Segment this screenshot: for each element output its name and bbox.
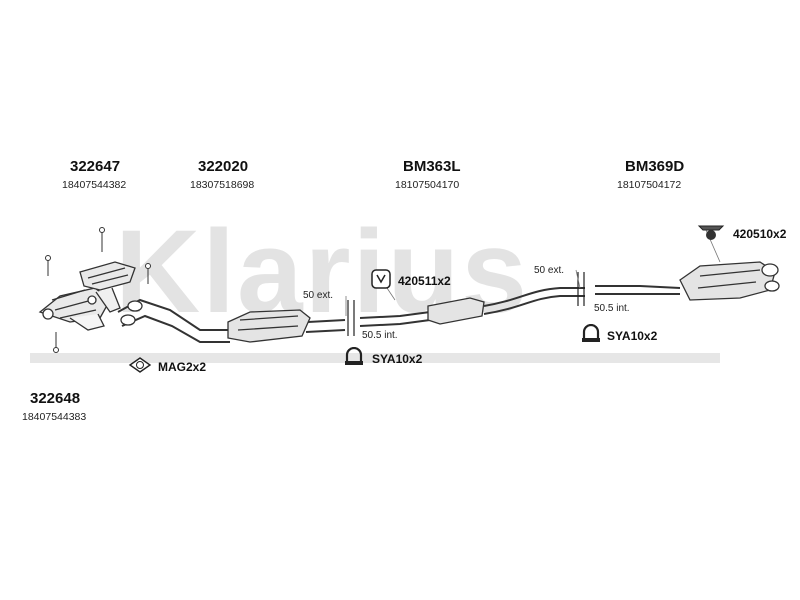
- dimension-50-ext-2: 50 ext.: [534, 265, 565, 276]
- part-number: BM363L: [403, 158, 461, 175]
- part-number: 322648: [30, 390, 81, 407]
- leader-lines: [345, 229, 721, 316]
- centre-pipe-BM363L: [359, 287, 585, 327]
- hanger-pins: [45, 227, 151, 353]
- rubber-mount-icon: [697, 225, 725, 240]
- part-number: BM369D: [625, 158, 685, 175]
- oem-number: 18407544382: [62, 179, 127, 191]
- part-322020: 322020 18307518698: [190, 158, 254, 191]
- accessory-420511: 420511x2: [398, 274, 451, 288]
- part-BM363L: BM363L 18107504170: [395, 158, 461, 191]
- accessory-SYA10-2: SYA10x2: [607, 329, 658, 343]
- dimension-50-ext-1: 50 ext.: [303, 290, 334, 301]
- oem-number: 18107504170: [395, 179, 460, 191]
- accessory-SYA10-1: SYA10x2: [372, 352, 423, 366]
- part-322648: 322648 18407544383: [22, 390, 86, 423]
- oem-number: 18307518698: [190, 179, 255, 191]
- part-322647: 322647 18407544382: [62, 158, 126, 191]
- dimension-50-5-int-2: 50.5 int.: [594, 303, 630, 314]
- rear-silencer-BM369D: [595, 261, 780, 301]
- watermark-bar: [30, 353, 720, 363]
- gasket-icon: [128, 357, 152, 373]
- part-number: 322020: [198, 158, 249, 175]
- front-pipe-322020: [117, 298, 346, 343]
- accessory-MAG2: MAG2x2: [158, 360, 207, 374]
- part-BM369D: BM369D 18107504172: [617, 158, 685, 191]
- dimension-50-5-int-1: 50.5 int.: [362, 330, 398, 341]
- clamp-icon: [582, 324, 600, 342]
- oem-number: 18107504172: [617, 179, 682, 191]
- manifold-322648: [79, 261, 136, 313]
- part-number: 322647: [70, 158, 121, 175]
- clamp-icon: [345, 347, 363, 365]
- hanger-icon: [371, 269, 391, 289]
- accessory-420510: 420510x2: [733, 227, 787, 241]
- oem-number: 18407544383: [22, 411, 87, 423]
